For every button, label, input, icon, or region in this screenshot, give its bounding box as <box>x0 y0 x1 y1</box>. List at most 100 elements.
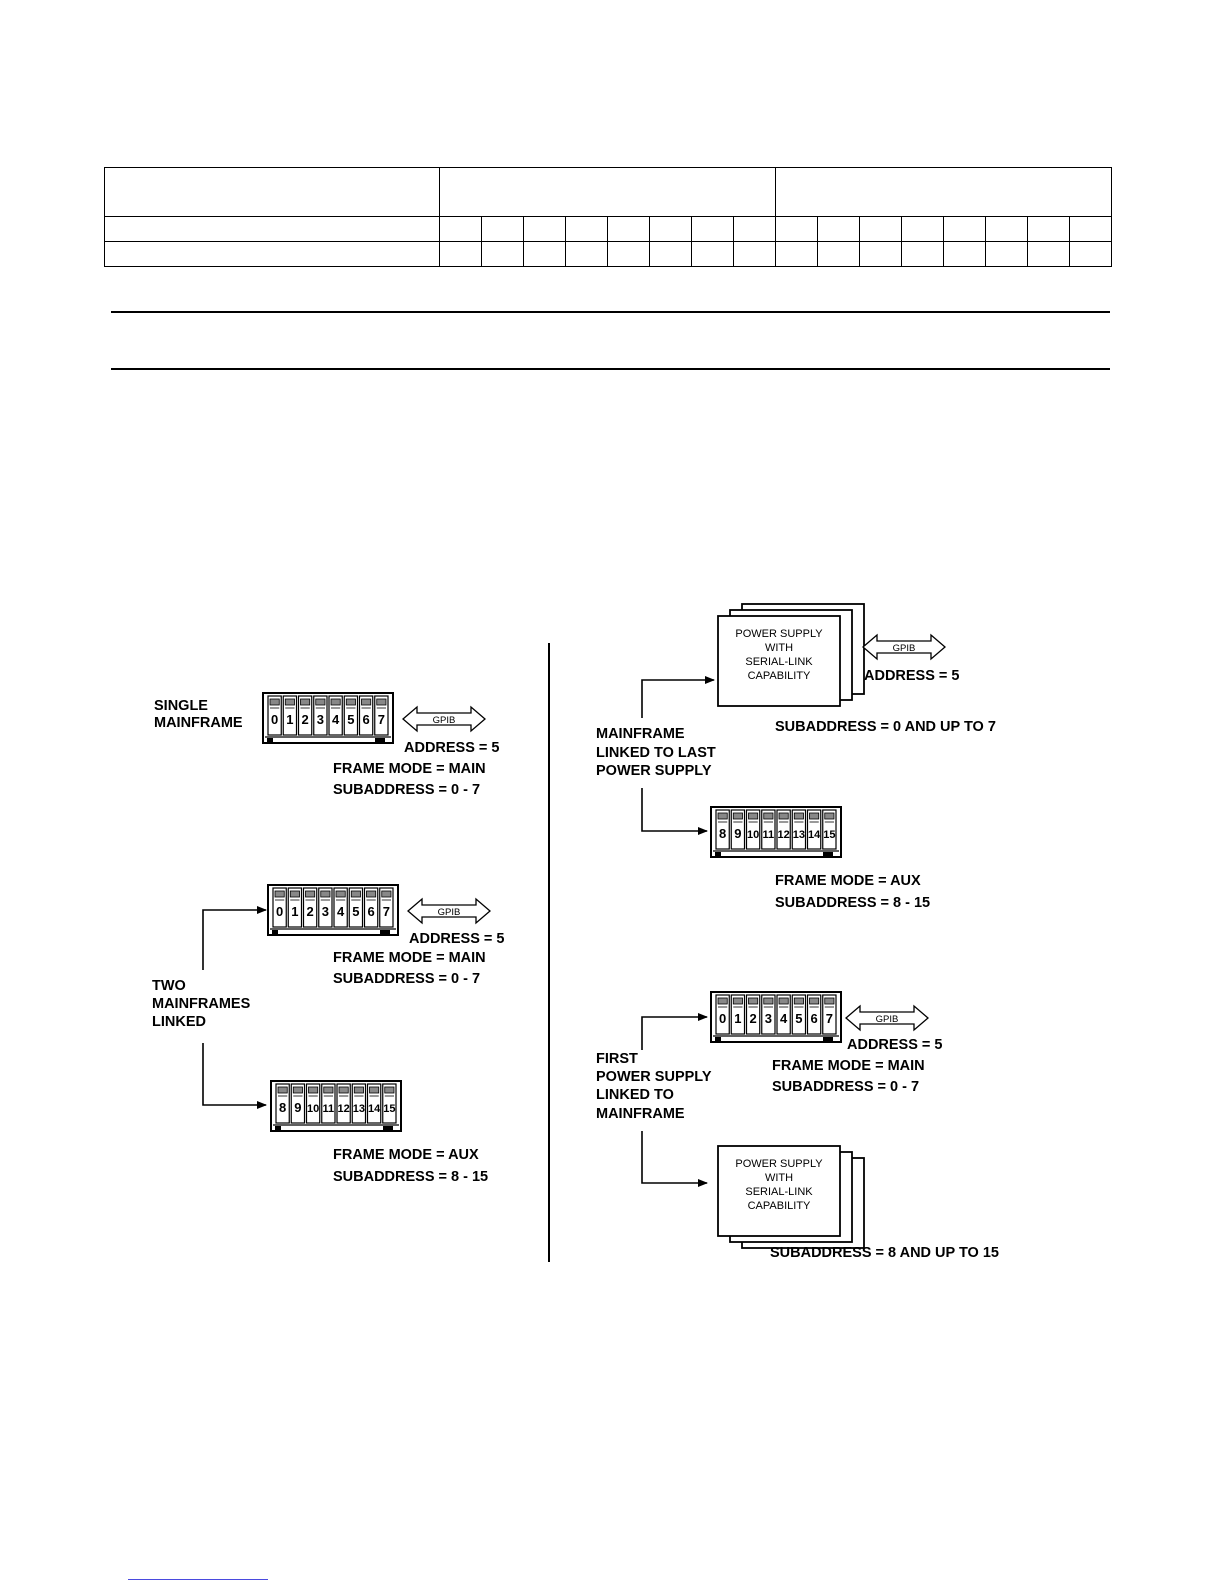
slot-number: 5 <box>795 1011 802 1026</box>
slot-display-window <box>778 997 789 1005</box>
slot-display-window <box>732 812 743 820</box>
mainframe-foot-left <box>275 1126 281 1130</box>
mainframe-linked-label-1: MAINFRAME <box>596 726 685 742</box>
mainframe-slot <box>761 809 776 850</box>
slot-number: 14 <box>368 1103 381 1115</box>
slot-display-window <box>284 698 295 706</box>
table-cell <box>817 241 860 267</box>
mainframe-slot <box>776 809 791 850</box>
slot-number: 1 <box>286 712 293 727</box>
gpib-arrow-two: GPIB <box>407 897 491 925</box>
config-table-grid <box>104 167 1112 267</box>
gpib-double-arrow-icon <box>402 705 486 733</box>
mainframe-slot <box>363 887 379 928</box>
slot-display-window <box>345 698 356 706</box>
mainframe-slot <box>745 994 761 1035</box>
ps-top-subaddress-label: SUBADDRESS = 0 AND UP TO 7 <box>775 719 996 735</box>
mainframe-slot <box>761 994 776 1035</box>
mainframe-foot-right <box>375 738 385 742</box>
slot-display-window <box>366 890 377 898</box>
slot-display-window <box>305 890 316 898</box>
mainframe-outline <box>270 1080 402 1132</box>
mainframe-foot-left <box>267 738 273 742</box>
mainframe-slot <box>806 809 822 850</box>
slot-number: 6 <box>368 904 375 919</box>
slot-display-window <box>361 698 372 706</box>
slot-number: 6 <box>811 1011 818 1026</box>
gpib-label: GPIB <box>893 643 916 654</box>
slot-number: 13 <box>793 829 805 841</box>
table-row <box>104 241 1112 267</box>
power-supply-text-line: WITH <box>765 1172 793 1184</box>
mainframe-slot <box>348 887 364 928</box>
gpib-label: GPIB <box>433 715 456 726</box>
mainframe-slot <box>333 887 348 928</box>
slot-number: 5 <box>347 712 354 727</box>
slot-display-window <box>763 997 774 1005</box>
ps-aux-frame-mode-label: FRAME MODE = AUX <box>775 873 921 889</box>
slot-number: 0 <box>276 904 283 919</box>
first-ps-label-1: FIRST <box>596 1051 638 1067</box>
slot-display-window <box>353 1086 364 1094</box>
mainframe-outline <box>262 692 394 744</box>
two-link-arrow-down <box>202 1043 267 1109</box>
slot-number: 12 <box>778 829 790 841</box>
table-cell <box>439 241 482 267</box>
mainframe-foot-left <box>715 1037 721 1041</box>
mainframe-slot <box>822 994 837 1035</box>
mainframe-slot <box>715 994 730 1035</box>
mainframe-slot <box>358 695 374 736</box>
slot-display-window <box>323 1086 334 1094</box>
table-cell <box>1069 241 1112 267</box>
slot-number: 5 <box>352 904 359 919</box>
mainframe-slot <box>730 809 746 850</box>
slot-number: 9 <box>294 1100 301 1115</box>
table-cell <box>1027 241 1070 267</box>
table-cell <box>481 216 524 242</box>
slot-number: 2 <box>750 1011 757 1026</box>
slot-number: 1 <box>291 904 298 919</box>
mainframe-slot <box>791 994 807 1035</box>
mainframe-linked-label-2: LINKED TO LAST <box>596 745 716 761</box>
horizontal-rule-bottom <box>111 368 1110 370</box>
mainframe-linked-label-3: POWER SUPPLY <box>596 763 712 779</box>
mainframe-outline <box>710 991 842 1043</box>
slot-number: 1 <box>734 1011 741 1026</box>
mainframe-slot <box>374 695 389 736</box>
two-aux-frame-mode-label: FRAME MODE = AUX <box>333 1147 479 1163</box>
two-main-address-label: ADDRESS = 5 <box>409 931 505 947</box>
slot-display-window <box>292 1086 303 1094</box>
two-main-frame-mode-label: FRAME MODE = MAIN <box>333 950 486 966</box>
ps-aux-subaddress-label: SUBADDRESS = 8 - 15 <box>775 895 930 911</box>
slot-display-window <box>748 997 759 1005</box>
single-address-label: ADDRESS = 5 <box>404 740 500 756</box>
power-supply-text-line: CAPABILITY <box>748 670 811 682</box>
first-ps-label-2: POWER SUPPLY <box>596 1069 712 1085</box>
slot-number: 10 <box>307 1103 319 1115</box>
table-cell <box>691 216 734 242</box>
slot-number: 0 <box>271 712 278 727</box>
last-ps-link-arrow-up <box>641 676 715 718</box>
ps-bottom-subaddress-label: SUBADDRESS = 8 AND UP TO 15 <box>770 1245 999 1261</box>
slot-number: 15 <box>823 829 835 841</box>
mainframe-slot <box>382 1083 397 1124</box>
table-cell <box>523 241 566 267</box>
mainframe-slot <box>275 1083 290 1124</box>
mainframe-slot <box>791 809 807 850</box>
first-main-address-label: ADDRESS = 5 <box>847 1037 943 1053</box>
table-cell <box>817 216 860 242</box>
footer-link-underline <box>128 1579 268 1580</box>
mainframe-slot <box>321 1083 336 1124</box>
slot-display-window <box>369 1086 380 1094</box>
mainframe-slot <box>336 1083 351 1124</box>
mainframe-foot-right <box>823 1037 833 1041</box>
single-subaddress-label: SUBADDRESS = 0 - 7 <box>333 782 480 798</box>
mainframe-slot <box>343 695 359 736</box>
